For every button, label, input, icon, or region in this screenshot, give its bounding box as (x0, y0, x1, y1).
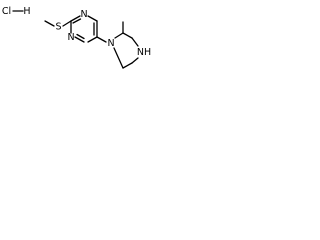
methylthio-group: S (44, 20, 72, 33)
c4-n3-double-bond (76, 33, 85, 40)
piperazine-n1-label: N (107, 38, 114, 49)
chlorine-atom-label: Cl (2, 6, 11, 17)
pyrimidine-piperazine-bond (96, 36, 107, 43)
c2-n1-double-bond (72, 18, 82, 24)
c3-n4-bond (131, 37, 139, 47)
hcl-salt: Cl H (2, 6, 31, 17)
pyrimidine-n3-label: N (67, 32, 74, 43)
c5-c4-bond (87, 36, 98, 43)
c6-n1-bond (113, 47, 124, 69)
n1-c6-bond (87, 15, 98, 22)
c5-c6-bond (122, 62, 133, 69)
sulfur-atom-label: S (55, 22, 61, 33)
methyl-s-bond (44, 20, 55, 27)
n4-c5-bond (131, 57, 139, 64)
n1-c2-bond (114, 32, 124, 39)
s-c2-bond (62, 20, 72, 27)
c2-c3-bond (122, 32, 133, 39)
piperazine-ring: N NH (107, 21, 151, 69)
c2-n1-bond (70, 15, 81, 22)
pyrimidine-n1-label: N (80, 9, 87, 20)
hydrogen-atom-label: H (23, 6, 30, 17)
piperazine-n4-label: NH (137, 47, 151, 58)
c4-n3-bond (74, 36, 85, 43)
chemical-structure-diagram: Cl H S N N N N (2, 6, 151, 69)
pyrimidine-ring: N N (67, 9, 98, 43)
